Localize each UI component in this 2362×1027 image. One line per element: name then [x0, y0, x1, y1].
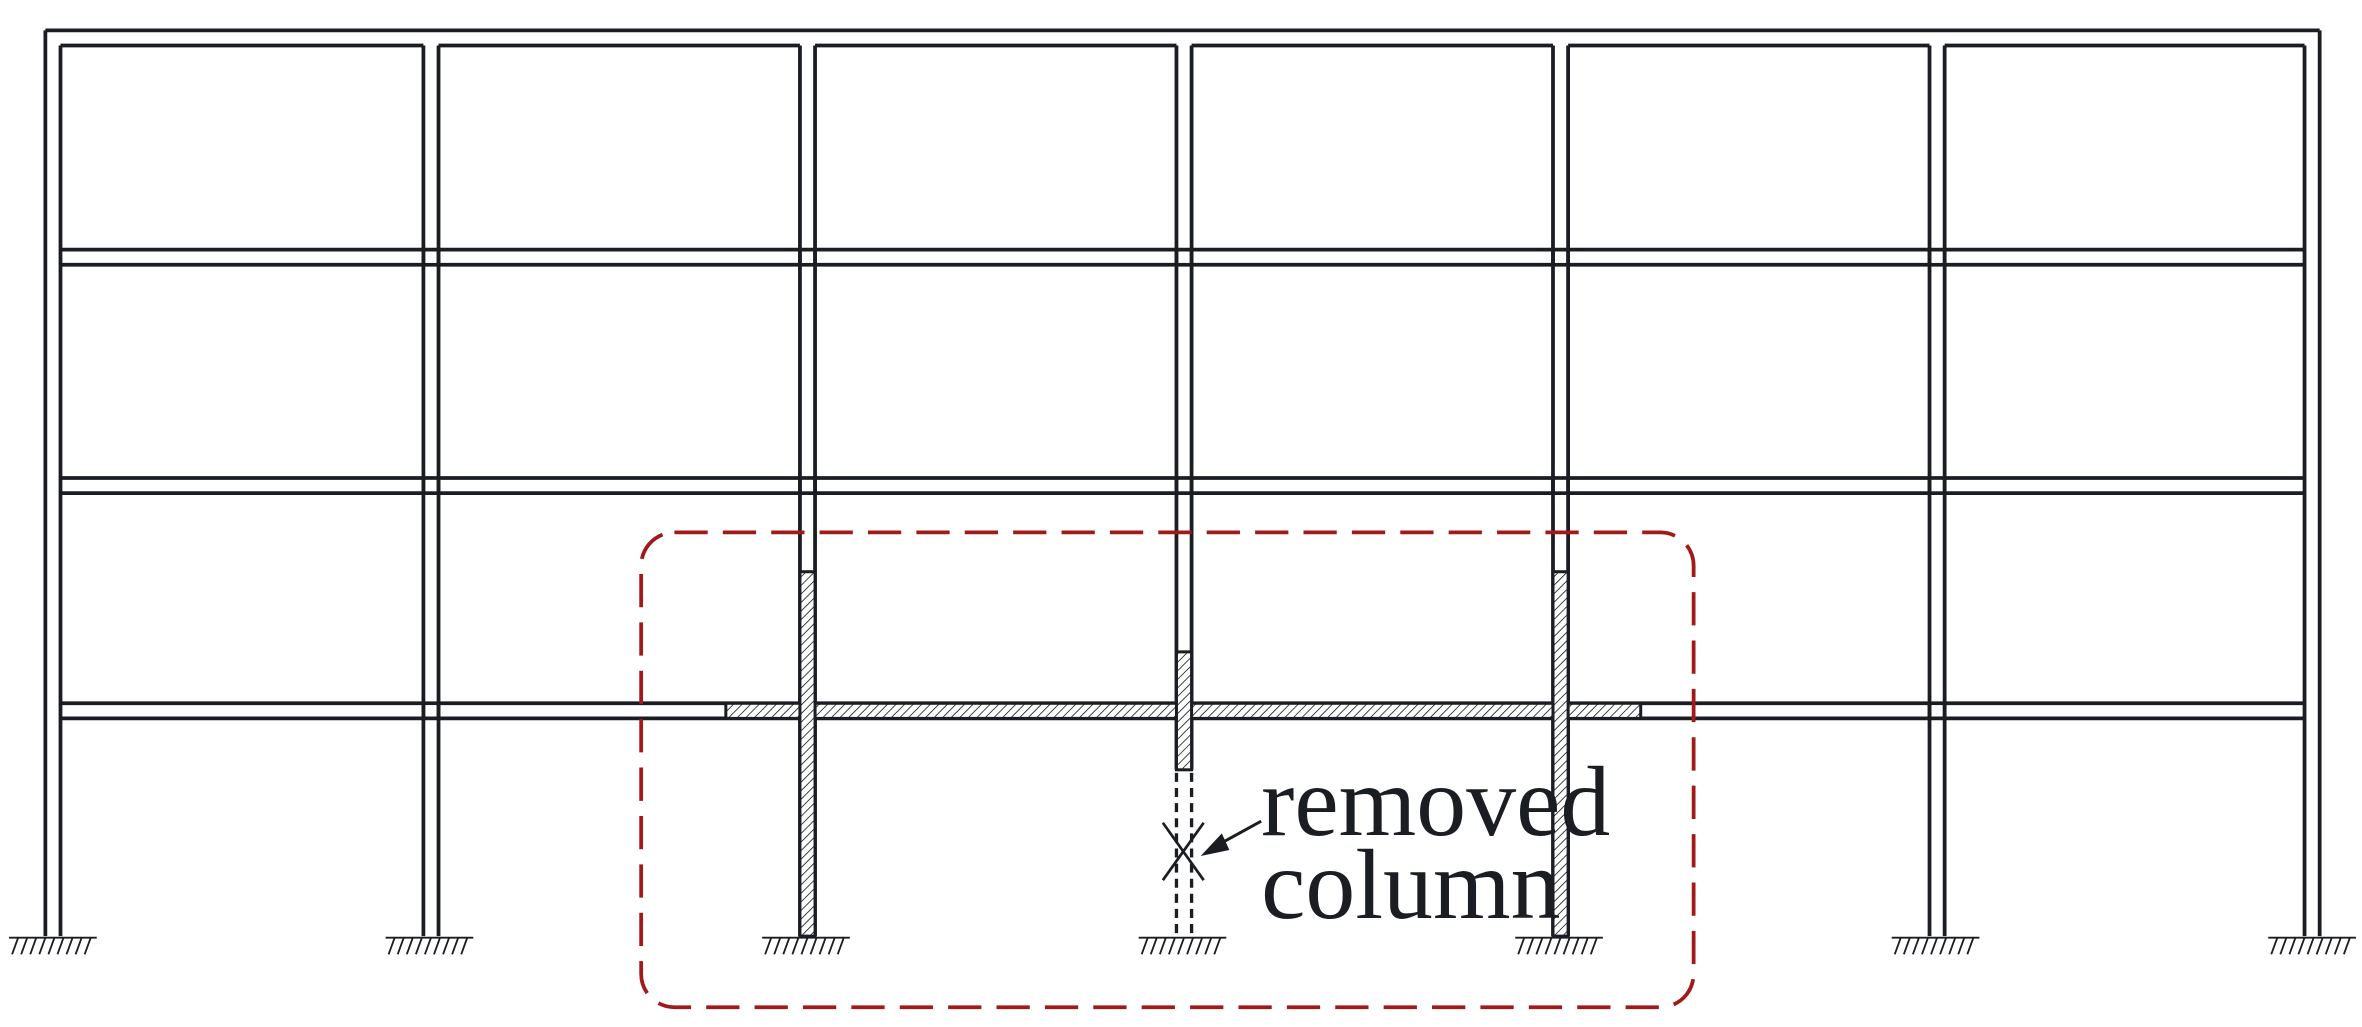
hatched-members [724, 570, 1643, 938]
removed-column [1174, 772, 1194, 937]
hatched-column-left [798, 570, 817, 938]
support-4 [1138, 936, 1227, 955]
annotation-line-2: column [1261, 829, 1560, 940]
annotation-arrow-icon [1200, 819, 1262, 857]
hatched-column-right [1551, 570, 1570, 938]
substructure-highlight-region [639, 530, 1696, 1010]
support-2 [385, 936, 474, 955]
hatched-column-middle-stub [1174, 650, 1194, 772]
annotation-line-1: removed [1261, 746, 1610, 857]
support-5 [1515, 936, 1603, 955]
support-7 [2268, 936, 2356, 955]
support-1 [9, 936, 97, 955]
column-4-upper [1174, 45, 1194, 770]
removed-column-cross-icon [1161, 821, 1205, 881]
support-3 [762, 936, 850, 955]
support-6 [1891, 936, 1980, 955]
fixed-supports [9, 936, 2356, 955]
